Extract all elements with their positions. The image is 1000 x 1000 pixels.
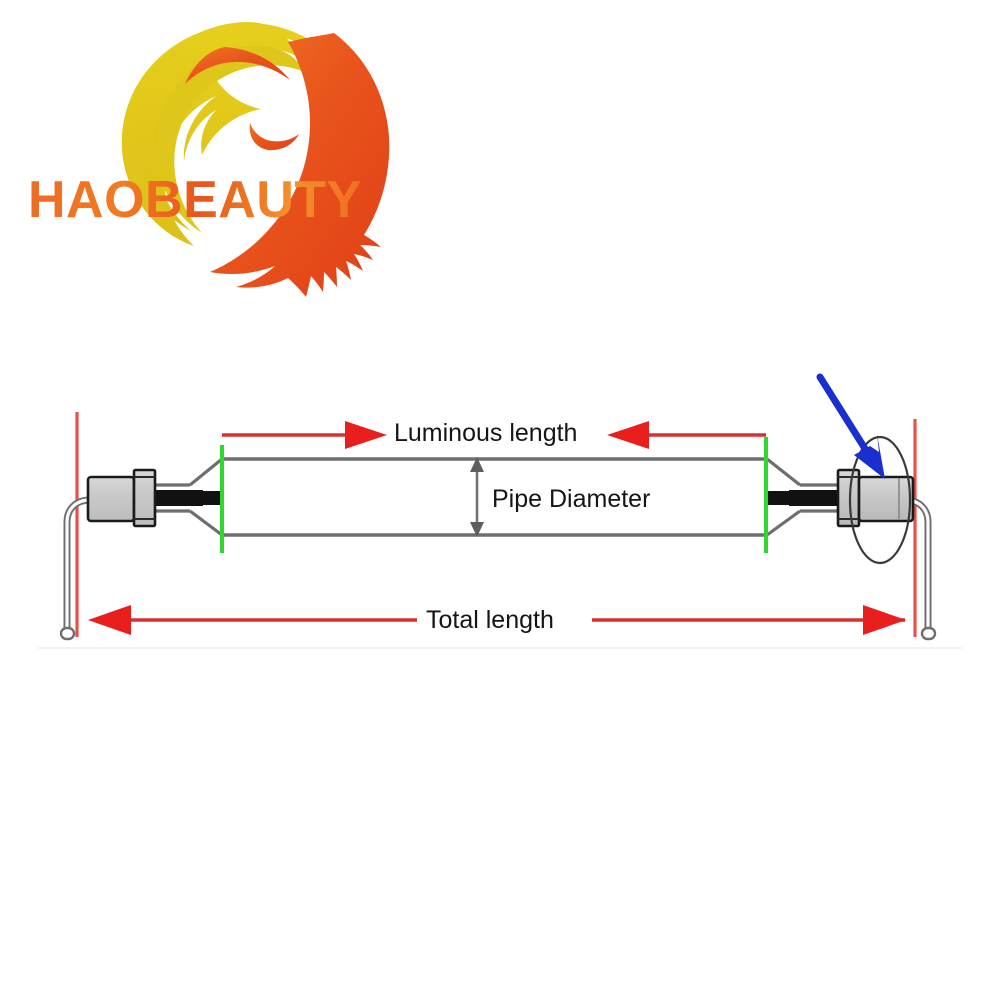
total-length-dimension: [88, 605, 906, 635]
left-lead-tip: [59, 626, 76, 641]
tube-left-taper-bottom: [189, 509, 223, 537]
luminous-length-label: Luminous length: [394, 419, 578, 447]
diameter-arrow-up-head: [470, 457, 484, 472]
total-arrow-right-head: [863, 605, 906, 635]
logo-orange-feather: [210, 33, 390, 297]
tube-left-taper-top: [188, 457, 224, 487]
diameter-arrow-down-head: [470, 522, 484, 537]
brand-wordmark: HAOBEAUTY: [28, 171, 362, 229]
total-arrow-left-head: [88, 605, 131, 635]
logo-yellow-inner: [155, 45, 306, 233]
pipe-diameter-dimension: [470, 457, 484, 537]
logo-orange-beak: [249, 123, 299, 151]
end-cap-pointer-arrow: [816, 373, 885, 479]
end-cap-highlight-ellipse: [848, 435, 912, 565]
total-length-label: Total length: [426, 606, 554, 634]
right-electrode-rod: [767, 490, 840, 506]
left-cap-flange: [132, 468, 157, 528]
left-electrode-rod: [155, 490, 222, 506]
right-lead-tip: [920, 626, 937, 641]
left-end-cap: [86, 468, 157, 528]
logo-yellow-body: [133, 22, 302, 231]
luminous-length-dimension: [222, 421, 766, 449]
luminous-arrow-left-head: [607, 421, 649, 449]
brand-logo-block: HAOBEAUTY: [0, 0, 450, 250]
right-cap-flange: [836, 468, 861, 528]
pipe-diameter-label: Pipe Diameter: [492, 485, 651, 513]
logo-orange-crest: [185, 47, 290, 84]
right-end-cap: [836, 468, 915, 528]
left-lead-wire: [59, 496, 91, 641]
tube-right-taper-bottom: [766, 509, 801, 537]
tube-right-taper-top: [766, 457, 801, 487]
phoenix-logo-icon: [121, 22, 390, 297]
tube-body: [155, 457, 840, 537]
luminous-arrow-right-head: [345, 421, 387, 449]
